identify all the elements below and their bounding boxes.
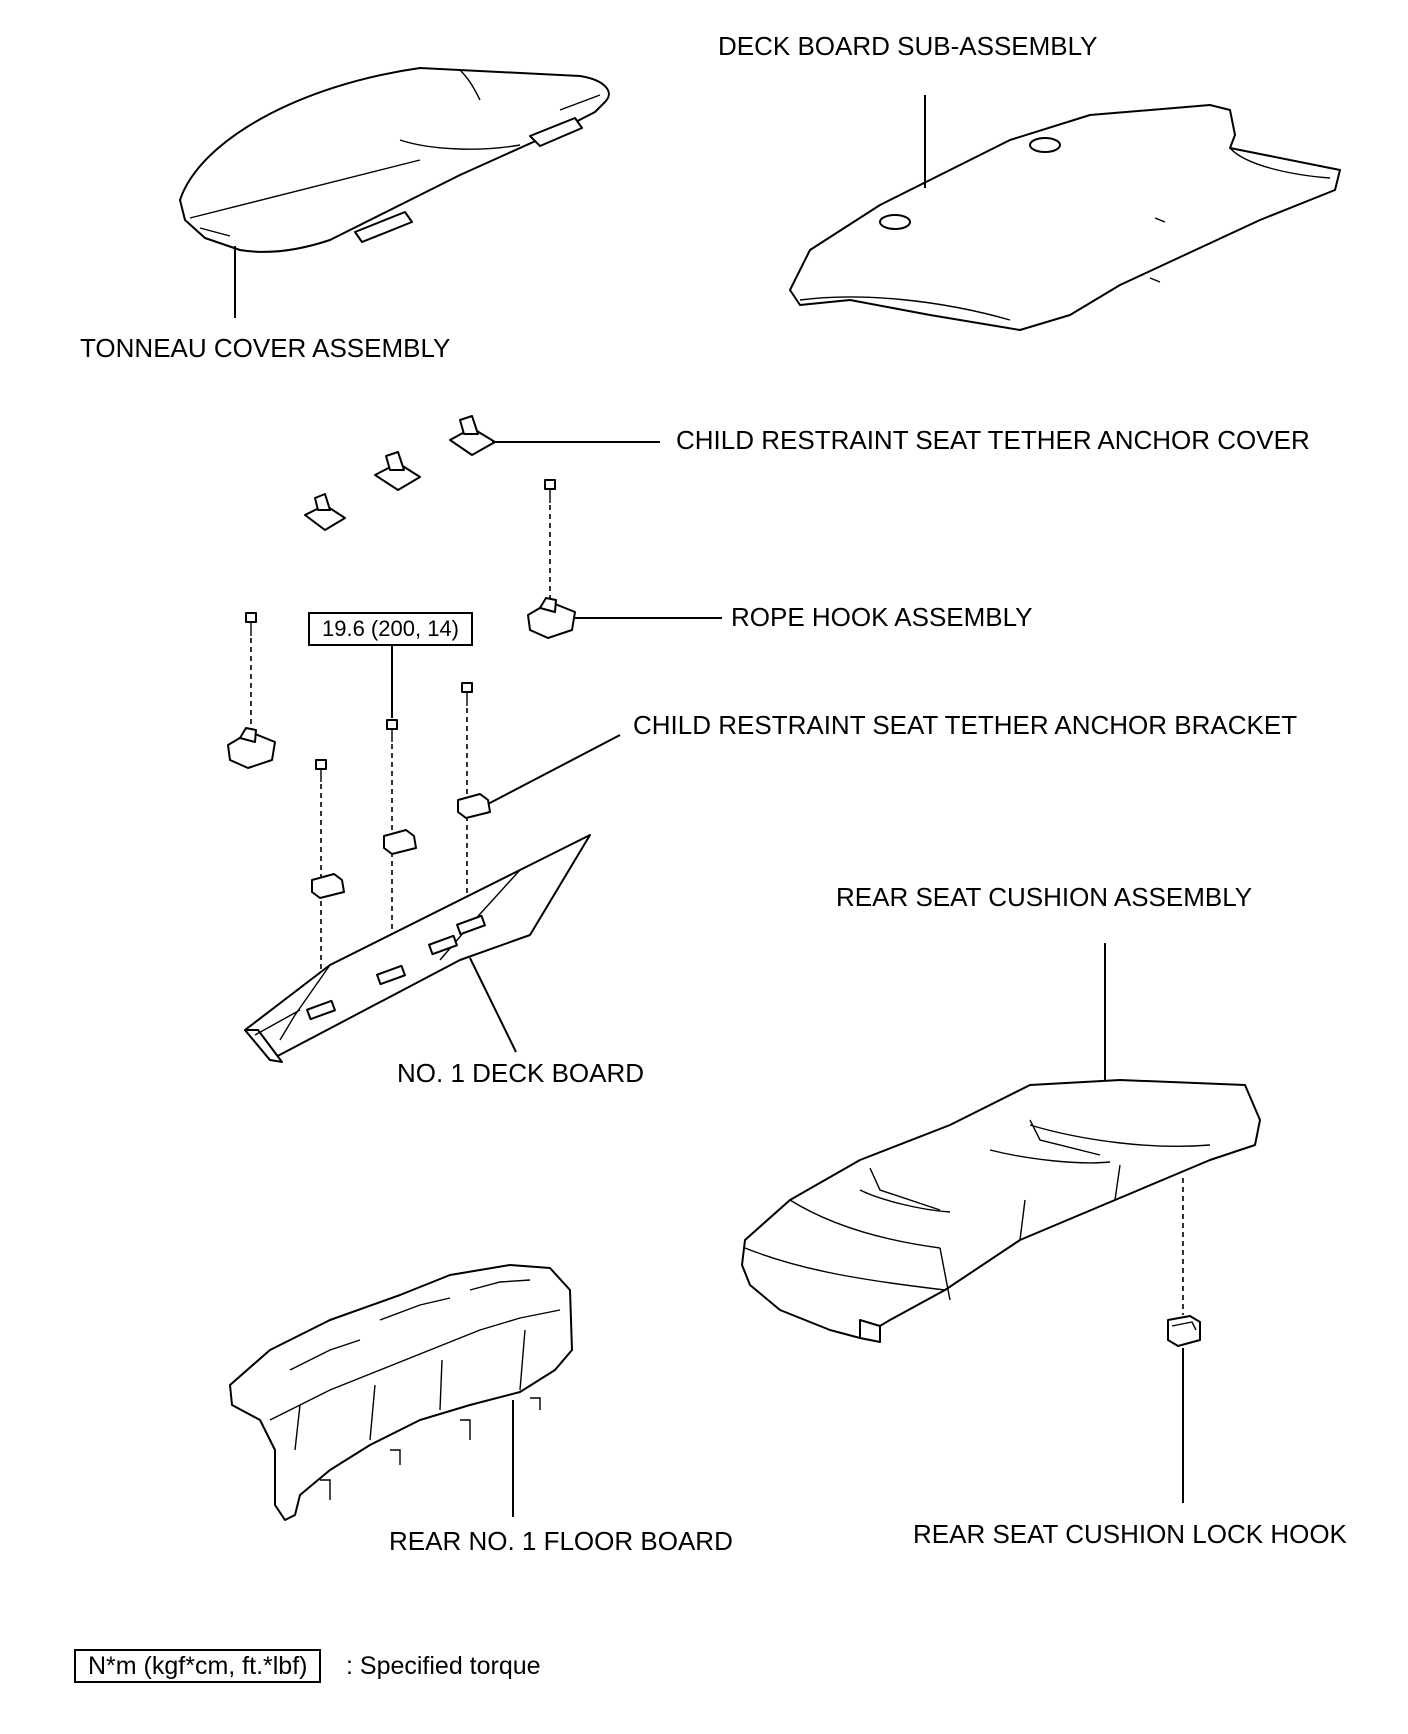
label-rear-seat-cushion-assembly: REAR SEAT CUSHION ASSEMBLY xyxy=(836,882,1253,912)
no1-deck-board-leader xyxy=(469,957,517,1053)
label-child-restraint-cover: CHILD RESTRAINT SEAT TETHER ANCHOR COVER xyxy=(676,425,1310,455)
bracket-bolt-right xyxy=(461,682,473,706)
torque-bolt xyxy=(386,719,398,742)
label-rope-hook-assembly: ROPE HOOK ASSEMBLY xyxy=(731,602,1033,632)
legend-note: : Specified torque xyxy=(346,1652,541,1680)
anchor-cover-3 xyxy=(449,415,496,456)
label-child-restraint-bracket: CHILD RESTRAINT SEAT TETHER ANCHOR BRACK… xyxy=(633,710,1298,740)
label-rear-no1-floor-board: REAR NO. 1 FLOOR BOARD xyxy=(389,1526,733,1556)
rear-seat-cushion-assembly-drawing xyxy=(741,1079,1261,1343)
rope-hook-assembly-right xyxy=(527,597,576,639)
anchor-bracket-leader xyxy=(487,734,621,805)
anchor-cover-1 xyxy=(304,493,346,531)
label-no1-deck-board: NO. 1 DECK BOARD xyxy=(397,1058,645,1088)
torque-callout: 19.6 (200, 14) xyxy=(308,612,473,646)
rope-hook-bolt-right xyxy=(544,479,556,503)
label-deck-board-sub-assembly: DECK BOARD SUB-ASSEMBLY xyxy=(718,31,1098,61)
rope-hook-bolt-left xyxy=(245,612,257,636)
deck-board-sub-assembly-drawing xyxy=(789,104,1341,331)
label-tonneau-cover-assembly: TONNEAU COVER ASSEMBLY xyxy=(80,333,451,363)
rear-seat-cushion-lock-hook-drawing xyxy=(1167,1315,1201,1347)
anchor-bracket-right xyxy=(457,793,491,819)
anchor-cover-2 xyxy=(374,451,421,491)
legend-unit-box: N*m (kgf*cm, ft.*lbf) xyxy=(74,1649,322,1683)
tonneau-cover-assembly-drawing xyxy=(179,67,610,253)
rope-hook-assembly-left xyxy=(227,727,276,769)
anchor-bracket-left xyxy=(311,873,345,899)
rear-no1-floor-board-drawing xyxy=(229,1264,573,1521)
bracket-bolt-left xyxy=(315,759,327,782)
anchor-bracket-center xyxy=(383,829,417,855)
no1-deck-board-drawing xyxy=(244,834,591,1063)
label-rear-seat-cushion-lock-hook: REAR SEAT CUSHION LOCK HOOK xyxy=(913,1519,1347,1549)
